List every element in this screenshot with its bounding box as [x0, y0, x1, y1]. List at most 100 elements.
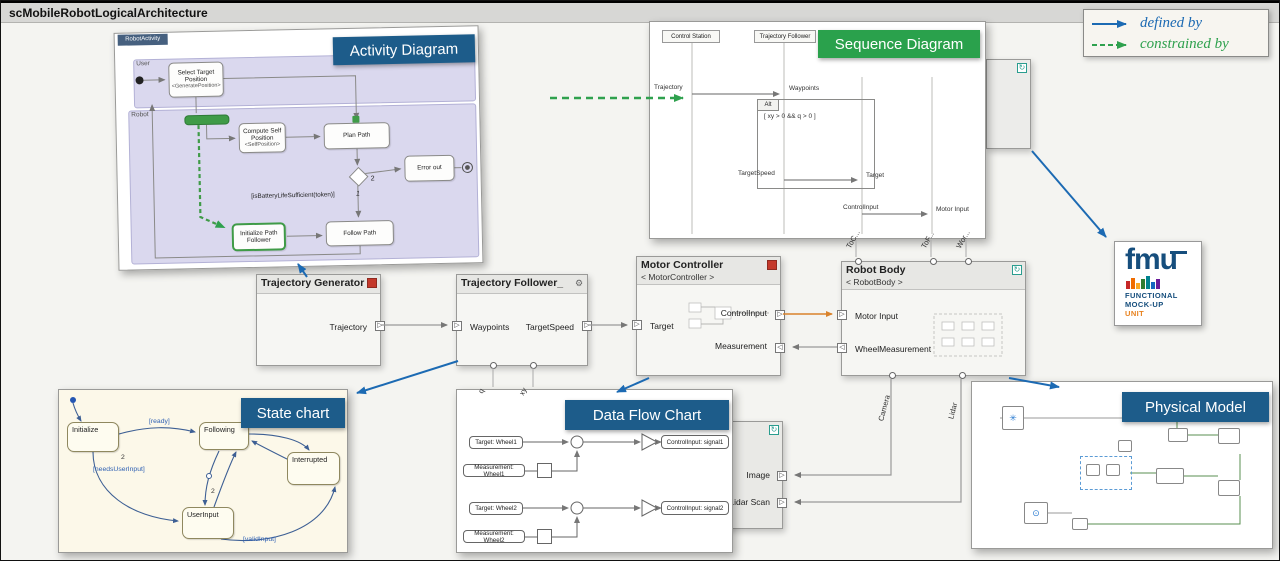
action-initialize-follower[interactable]: Initialize Path Follower: [231, 222, 287, 252]
state-userinput[interactable]: UserInput: [182, 507, 234, 539]
flow-port-out-icon[interactable]: ▷: [582, 321, 592, 331]
defined-by-arrow-fmu: [1031, 150, 1107, 238]
phys-block[interactable]: [1086, 464, 1100, 476]
physical-panel[interactable]: ✳ ⊙ Physical Model: [971, 381, 1273, 549]
transition-number: 2: [211, 488, 215, 495]
message-target-label: Target: [866, 172, 885, 179]
window-title: scMobileRobotLogicalArchitecture: [1, 1, 1279, 23]
action-label: Error out: [417, 164, 442, 172]
transition-number: 2: [121, 454, 125, 461]
action-stereotype: <GeneratePosition>: [171, 83, 221, 91]
input-port[interactable]: Target: Wheel1: [469, 436, 523, 449]
input-port[interactable]: Measurement: Wheel1: [463, 464, 525, 478]
scope-block[interactable]: ⊙: [1024, 502, 1048, 524]
stateflow-icon: [367, 278, 377, 288]
action-stereotype: <SelfPosition>: [244, 141, 281, 149]
statechart-panel[interactable]: Initialize Following Interrupted UserInp…: [58, 389, 348, 553]
legend-defined-by: defined by: [1090, 13, 1262, 34]
input-port[interactable]: Measurement: Wheel2: [463, 530, 525, 544]
action-label: Follow Path: [343, 229, 377, 238]
fmu-color-bars: [1126, 275, 1201, 289]
action-follow-path[interactable]: Follow Path: [325, 220, 395, 247]
phys-block[interactable]: [1168, 428, 1188, 442]
legend-constrained-by: constrained by: [1090, 34, 1262, 55]
port-label: Waypoints: [470, 322, 510, 332]
port-pin[interactable]: [889, 372, 896, 379]
block-preview: [933, 313, 1003, 357]
fmu-word: fmu: [1125, 243, 1178, 276]
port-label: Target: [650, 321, 674, 331]
action-select-target[interactable]: Select Target Position <GeneratePosition…: [168, 61, 224, 98]
flow-port-in-icon[interactable]: ◁: [775, 343, 785, 353]
statechart-connectors: [72, 402, 337, 542]
fork-bar[interactable]: [184, 114, 230, 126]
port-pin[interactable]: [490, 362, 497, 369]
legend-label: defined by: [1140, 15, 1203, 31]
block-trajectory-follower[interactable]: Trajectory Follower_ ⚙ ▷ Waypoints Targe…: [452, 274, 592, 369]
block-motor-controller[interactable]: Motor Controller < MotorController > ▷ T…: [632, 256, 785, 376]
guard-weight: 1: [355, 190, 360, 198]
defined-by-arrow-icon: [1092, 19, 1127, 28]
flow-port-out-icon[interactable]: ▷: [777, 471, 787, 481]
legend-label: constrained by: [1140, 36, 1229, 52]
action-label: Select Target Position: [177, 69, 215, 84]
phys-block[interactable]: [1106, 464, 1120, 476]
port-pin[interactable]: [959, 372, 966, 379]
lifeline-trajectory-follower[interactable]: Trajectory Follower: [754, 30, 816, 43]
output-port[interactable]: ControlInput: signal2: [661, 501, 729, 515]
fmu-line1: FUNCTIONAL: [1125, 290, 1178, 300]
block-title: Trajectory Follower_: [457, 275, 587, 294]
rot-port-label: Lidar: [946, 401, 960, 420]
input-port[interactable]: Target: Wheel2: [469, 502, 523, 515]
phys-block[interactable]: [1218, 480, 1240, 496]
transfer-block[interactable]: [537, 529, 552, 544]
port-pin[interactable]: [930, 258, 937, 265]
flow-port-out-icon[interactable]: ▷: [375, 321, 385, 331]
port-label: Trajectory: [329, 322, 367, 332]
flow-port-in-icon[interactable]: ▷: [837, 310, 847, 320]
fmu-macron: [1170, 251, 1187, 254]
motor-block[interactable]: [1156, 468, 1184, 484]
port-label: WheelMeasurement: [855, 344, 932, 354]
physical-connectors: [1000, 417, 1241, 525]
flow-port-out-icon[interactable]: ▷: [775, 310, 785, 320]
block-title: Robot Body < RobotBody >: [842, 262, 1025, 290]
block-trajectory-generator[interactable]: Trajectory Generator Trajectory ▷: [256, 274, 385, 366]
flow-port-out-icon[interactable]: ▷: [777, 498, 787, 508]
output-port[interactable]: ControlInput: signal1: [661, 435, 729, 449]
fmu-logo: fmu FUNCTIONAL MOCK-UP UNIT: [1114, 241, 1202, 326]
state-interrupted[interactable]: Interrupted: [287, 452, 340, 485]
model-link-icon: ↻: [1017, 63, 1027, 73]
message-label: Trajectory: [654, 84, 683, 91]
partial-block[interactable]: ↻: [986, 59, 1031, 149]
action-compute-self[interactable]: Compute Self Position <SelfPosition>: [238, 122, 287, 154]
phys-block[interactable]: [1218, 428, 1240, 444]
transition-label: [needsUserInput]: [93, 466, 145, 473]
flow-port-in-icon[interactable]: ▷: [452, 321, 462, 331]
activity-diagram-panel[interactable]: RobotActivity User Robot Select Target P…: [113, 25, 484, 271]
port-pin[interactable]: [530, 362, 537, 369]
sequence-diagram-panel[interactable]: Control Station Trajectory Follower Traj…: [649, 21, 986, 239]
dataflow-panel[interactable]: Target: Wheel1 Measurement: Wheel1 Targe…: [456, 389, 733, 553]
block-robot-body[interactable]: Robot Body < RobotBody > ↻ ▷ Motor Input…: [837, 258, 1026, 379]
state-initialize[interactable]: Initialize: [67, 422, 119, 452]
port-pin[interactable]: [965, 258, 972, 265]
action-error-out[interactable]: Error out: [404, 154, 455, 182]
action-plan-path[interactable]: Plan Path: [323, 122, 391, 150]
window-title-text: scMobileRobotLogicalArchitecture: [9, 6, 208, 20]
flow-port-out-icon[interactable]: ◁: [837, 343, 847, 353]
solver-block[interactable]: ✳: [1002, 406, 1024, 430]
port-label: Image: [746, 470, 770, 480]
decision-weight: 2: [370, 175, 375, 183]
phys-block[interactable]: [1072, 518, 1088, 530]
transfer-block[interactable]: [537, 463, 552, 478]
phys-block[interactable]: [1118, 440, 1132, 452]
block-preview: [688, 302, 769, 329]
state-following[interactable]: Following: [199, 422, 249, 450]
lifeline-control-station[interactable]: Control Station: [662, 30, 720, 43]
model-link-icon: ↻: [1012, 265, 1022, 275]
rot-port-label: Camera: [876, 393, 892, 422]
alt-fragment[interactable]: Alt [ xy > 0 && q > 0 ]: [757, 99, 875, 189]
flow-port-in-icon[interactable]: ▷: [632, 320, 642, 330]
port-pin[interactable]: [855, 258, 862, 265]
